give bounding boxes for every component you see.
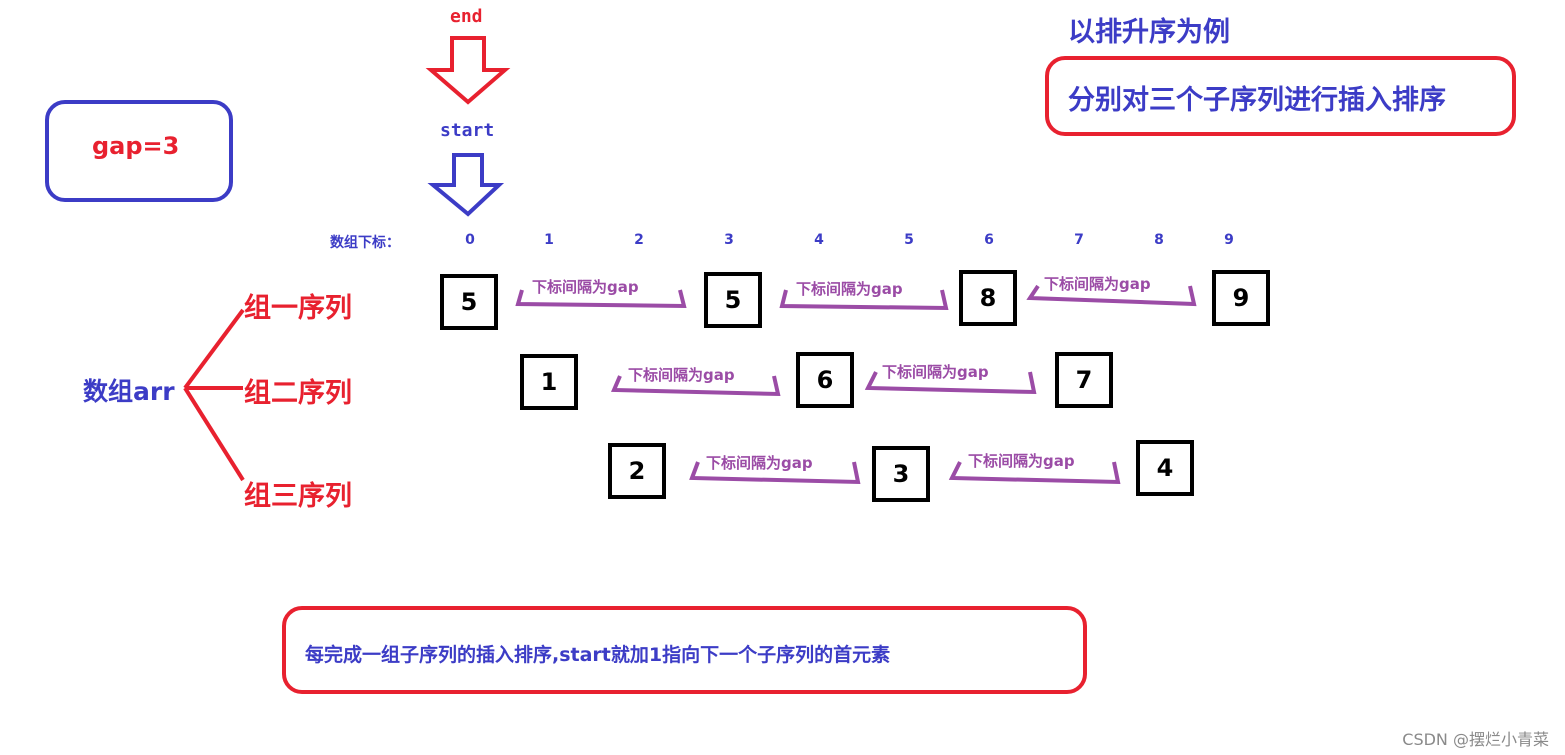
- index-1: 1: [544, 232, 554, 248]
- group3-element-index2: 2: [608, 443, 666, 499]
- index-3: 3: [724, 232, 734, 248]
- gap-value: gap=3: [92, 132, 180, 160]
- group3-label: 组三序列: [244, 481, 352, 512]
- branch-line-group3: [183, 386, 245, 482]
- bottom-note-box: [282, 606, 1087, 694]
- branch-line-group1: [183, 308, 245, 390]
- gap-arrow-label-row2-2: 下标间隔为gap: [882, 363, 989, 381]
- index-9: 9: [1224, 232, 1234, 248]
- index-5: 5: [904, 232, 914, 248]
- group2-label: 组二序列: [244, 378, 352, 409]
- gap-arrow-row1-1: [515, 289, 687, 309]
- subtitle-box: [1045, 56, 1516, 136]
- gap-arrow-row1-2: [779, 289, 949, 311]
- gap-arrow-label-row3-1: 下标间隔为gap: [706, 454, 813, 472]
- index-label: 数组下标：: [330, 235, 400, 251]
- end-label: end: [450, 6, 483, 27]
- gap-arrow-label-row1-1: 下标间隔为gap: [532, 278, 639, 296]
- gap-arrow-row2-1: [610, 375, 781, 397]
- diagram-title: 以排升序为例: [1068, 17, 1230, 48]
- group1-element-index3: 5: [704, 272, 762, 328]
- index-8: 8: [1154, 232, 1164, 248]
- subtitle-text: 分别对三个子序列进行插入排序: [1068, 85, 1446, 116]
- start-arrow: [427, 153, 505, 217]
- group3-element-index5: 3: [872, 446, 930, 502]
- watermark: CSDN @摆烂小青菜: [1402, 730, 1549, 749]
- gap-arrow-row2-2: [864, 371, 1037, 395]
- gap-arrow-label-row3-2: 下标间隔为gap: [968, 452, 1075, 470]
- group2-element-index7: 7: [1055, 352, 1113, 408]
- gap-arrow-label-row1-2: 下标间隔为gap: [796, 280, 903, 298]
- group2-element-index4: 6: [796, 352, 854, 408]
- gap-arrow-row3-1: [689, 461, 861, 485]
- group1-element-index6: 8: [959, 270, 1017, 326]
- group1-element-index9: 9: [1212, 270, 1270, 326]
- index-4: 4: [814, 232, 824, 248]
- bottom-note-text: 每完成一组子序列的插入排序,start就加1指向下一个子序列的首元素: [305, 644, 891, 666]
- gap-box: [45, 100, 233, 202]
- index-6: 6: [984, 232, 994, 248]
- index-0: 0: [465, 232, 475, 248]
- gap-arrow-label-row1-3: 下标间隔为gap: [1044, 275, 1151, 293]
- group1-label: 组一序列: [244, 293, 352, 324]
- index-2: 2: [634, 232, 644, 248]
- start-label: start: [440, 120, 495, 141]
- end-arrow: [425, 36, 511, 105]
- array-label: 数组arr: [83, 377, 175, 406]
- gap-arrow-label-row2-1: 下标间隔为gap: [628, 366, 735, 384]
- gap-arrow-row1-3: [1026, 284, 1197, 307]
- group3-element-index8: 4: [1136, 440, 1194, 496]
- group1-element-index0: 5: [440, 274, 498, 330]
- gap-arrow-row3-2: [948, 461, 1121, 485]
- index-7: 7: [1074, 232, 1084, 248]
- group2-element-index1: 1: [520, 354, 578, 410]
